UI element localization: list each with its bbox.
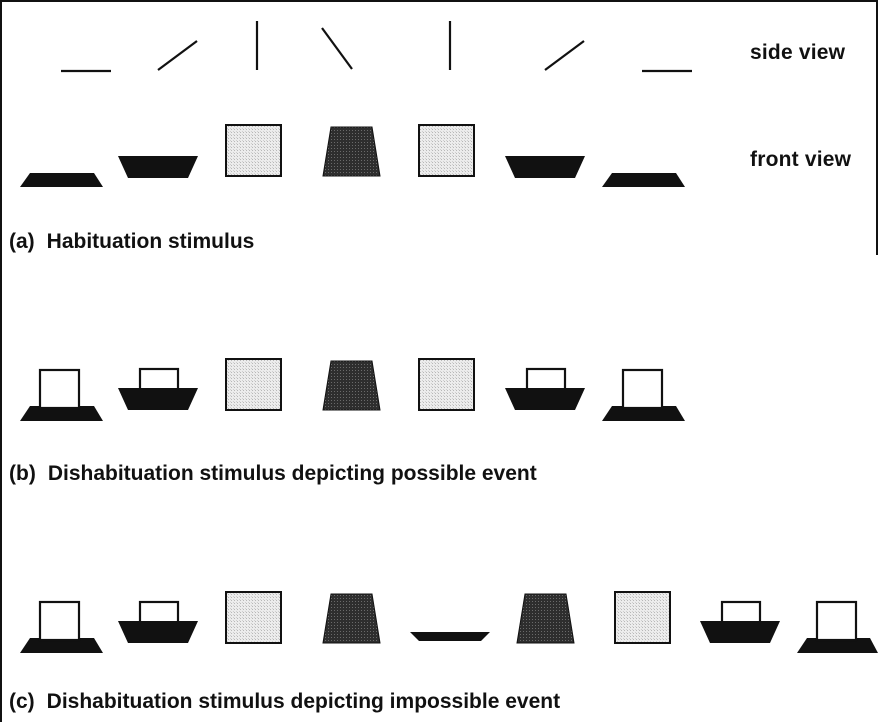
screen-tilted-shape xyxy=(505,156,585,178)
screen-upright-light-shape xyxy=(225,358,282,411)
screen-flat-shape xyxy=(20,638,103,653)
screen-upright-dark-shape xyxy=(516,593,575,644)
screen-flat-shape xyxy=(602,173,685,187)
front-view-row-b xyxy=(20,358,685,421)
caption-c-letter: (c) xyxy=(9,690,35,713)
front-view-row-a xyxy=(20,124,685,187)
front-view-label: front view xyxy=(750,148,852,171)
box-shape xyxy=(138,600,180,626)
screen-flat-shape xyxy=(797,638,878,653)
screen-tilted-shape xyxy=(700,621,780,643)
box-shape xyxy=(38,368,81,410)
screen-tilted-shape xyxy=(118,156,198,178)
box-shape xyxy=(525,367,567,393)
screen-upright-dark-shape xyxy=(322,126,381,177)
caption-c-text: Dishabituation stimulus depicting imposs… xyxy=(46,690,561,713)
screen-upright-light-shape xyxy=(614,591,671,644)
caption-b: (b) Dishabituation stimulus depicting pos… xyxy=(9,462,537,486)
caption-b-letter: (b) xyxy=(9,462,36,485)
screen-upright-light-shape xyxy=(418,358,475,411)
side-view-panel-6 xyxy=(544,40,585,71)
side-view-label: side view xyxy=(750,41,846,64)
box-shape xyxy=(720,600,762,626)
screen-upright-dark-shape xyxy=(322,593,381,644)
box-shape xyxy=(138,367,180,393)
caption-a: (a) Habituation stimulus xyxy=(9,230,254,254)
side-view-panel-2 xyxy=(157,40,198,71)
screen-flat-shape xyxy=(602,406,685,421)
screen-flat-shape xyxy=(20,173,103,187)
screen-flat-shape xyxy=(410,632,490,641)
side-view-panel-4 xyxy=(321,27,353,70)
screen-upright-dark-shape xyxy=(322,360,381,411)
box-shape xyxy=(621,368,664,410)
screen-upright-light-shape xyxy=(418,124,475,177)
screen-tilted-shape xyxy=(505,388,585,410)
caption-b-text: Dishabituation stimulus depicting possib… xyxy=(47,462,537,485)
caption-a-letter: (a) xyxy=(9,230,35,253)
screen-flat-shape xyxy=(20,406,103,421)
screen-upright-light-shape xyxy=(225,591,282,644)
screen-tilted-shape xyxy=(118,621,198,643)
screen-upright-light-shape xyxy=(225,124,282,177)
side-view-row xyxy=(61,21,692,73)
screen-tilted-shape xyxy=(118,388,198,410)
box-shape xyxy=(38,600,81,642)
front-view-row-c xyxy=(20,591,878,653)
caption-c: (c) Dishabituation stimulus depicting imp… xyxy=(9,690,560,714)
caption-a-text: Habituation stimulus xyxy=(46,230,255,253)
box-shape xyxy=(815,600,858,642)
